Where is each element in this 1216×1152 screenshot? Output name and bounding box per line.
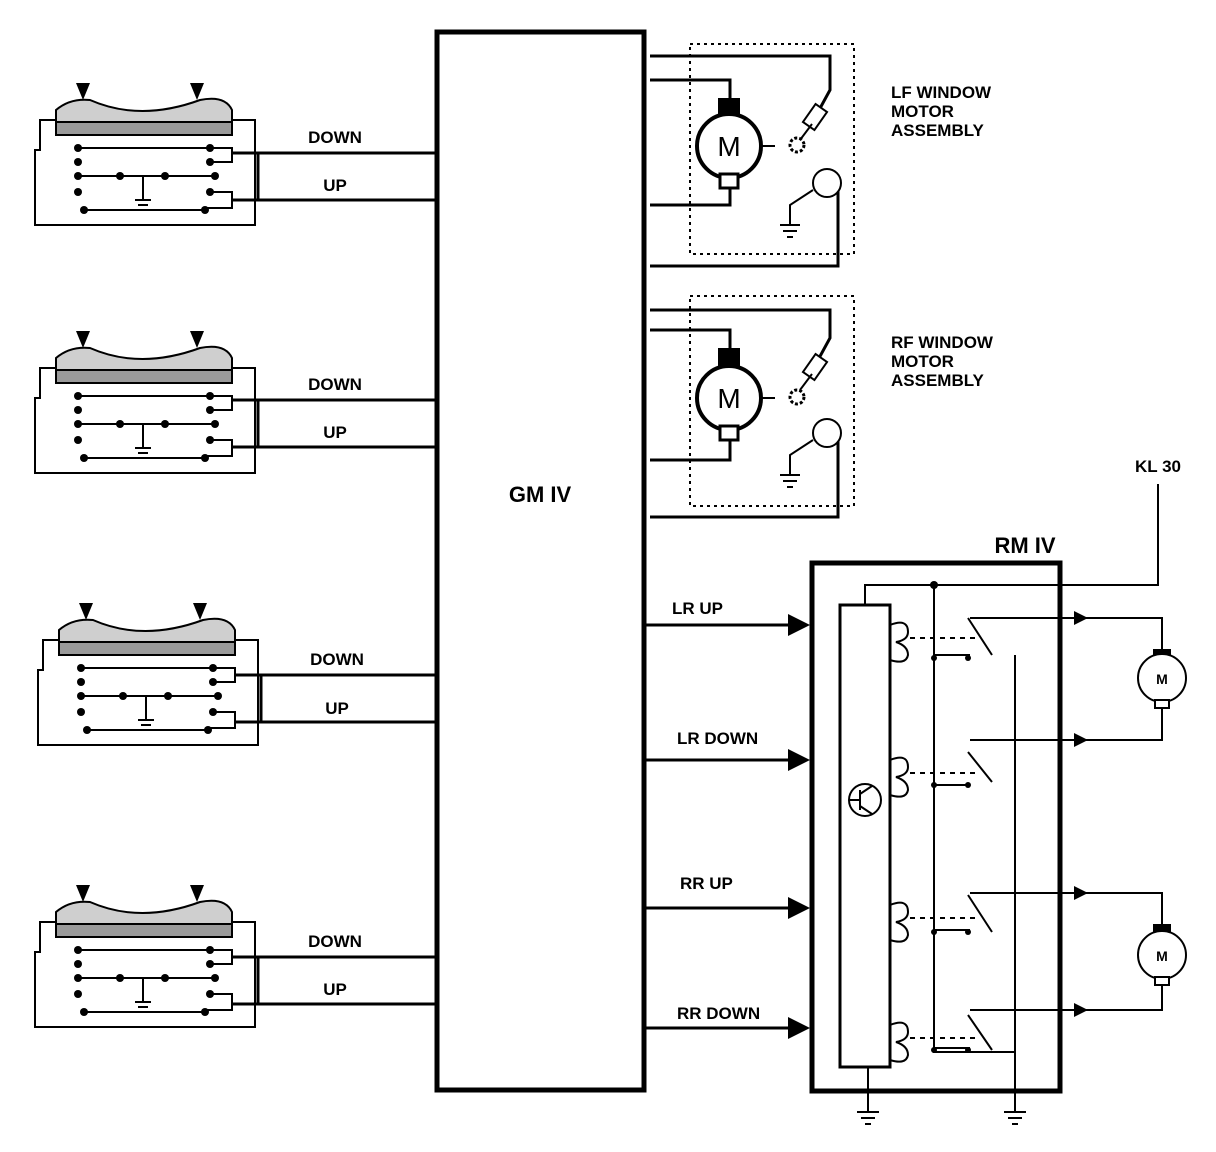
window-switch-4 bbox=[34, 885, 256, 1028]
rear-motor-left-symbol: M bbox=[1156, 671, 1168, 687]
ground-symbol-right bbox=[1004, 1100, 1026, 1125]
switch-2-down-label: DOWN bbox=[308, 375, 362, 394]
rear-motor-right-symbol: M bbox=[1156, 948, 1168, 964]
rf-motor-symbol: M bbox=[717, 383, 740, 414]
relay-group bbox=[889, 617, 1075, 1100]
rr-up-label: RR UP bbox=[680, 874, 733, 893]
rm-iv-logic-block bbox=[838, 603, 892, 1069]
switch-2-wires bbox=[232, 398, 437, 449]
rf-gear-icon bbox=[788, 388, 806, 406]
switch-2-up-label: UP bbox=[323, 423, 347, 442]
lr-up-label: LR UP bbox=[672, 599, 723, 618]
rf-hall-sensor-icon bbox=[812, 418, 842, 448]
gm-iv-label: GM IV bbox=[509, 482, 572, 507]
rf-assembly-line-3: ASSEMBLY bbox=[891, 371, 985, 390]
switch-4-up-label: UP bbox=[323, 980, 347, 999]
lf-gear-icon bbox=[788, 136, 806, 154]
lf-assembly-line-3: ASSEMBLY bbox=[891, 121, 985, 140]
lf-window-motor-assembly: M bbox=[650, 43, 855, 268]
switch-3-down-label: DOWN bbox=[310, 650, 364, 669]
lf-assembly-line-1: LF WINDOW bbox=[891, 83, 992, 102]
rm-iv-block bbox=[809, 560, 1063, 1094]
rear-motor-right: M bbox=[1074, 886, 1187, 1017]
switch-1-wires bbox=[232, 151, 437, 202]
switch-1-up-label: UP bbox=[323, 176, 347, 195]
transistor-icon bbox=[848, 783, 882, 817]
kl30-wire bbox=[934, 484, 1159, 586]
switch-3-wires bbox=[235, 673, 437, 724]
switch-1-down-label: DOWN bbox=[308, 128, 362, 147]
rf-assembly-line-2: MOTOR bbox=[891, 352, 954, 371]
rf-assembly-line-1: RF WINDOW bbox=[891, 333, 994, 352]
window-switch-1 bbox=[34, 83, 256, 226]
kl30-label: KL 30 bbox=[1135, 457, 1181, 476]
lf-assembly-line-2: MOTOR bbox=[891, 102, 954, 121]
rr-down-label: RR DOWN bbox=[677, 1004, 760, 1023]
lf-hall-sensor-icon bbox=[812, 168, 842, 198]
rear-motor-left: M bbox=[1074, 611, 1187, 747]
gm-iv-block bbox=[434, 29, 647, 1093]
rm-iv-label: RM IV bbox=[994, 533, 1055, 558]
lr-down-label: LR DOWN bbox=[677, 729, 758, 748]
switch-3-up-label: UP bbox=[325, 699, 349, 718]
rear-signal-arrows bbox=[644, 614, 810, 1039]
switch-4-wires bbox=[232, 955, 437, 1006]
switch-4-down-label: DOWN bbox=[308, 932, 362, 951]
window-switch-2 bbox=[34, 331, 256, 474]
rf-window-motor-assembly: M bbox=[650, 295, 855, 519]
lf-motor-symbol: M bbox=[717, 131, 740, 162]
window-switch-3 bbox=[37, 603, 259, 746]
ground-symbol-left bbox=[857, 1067, 879, 1125]
